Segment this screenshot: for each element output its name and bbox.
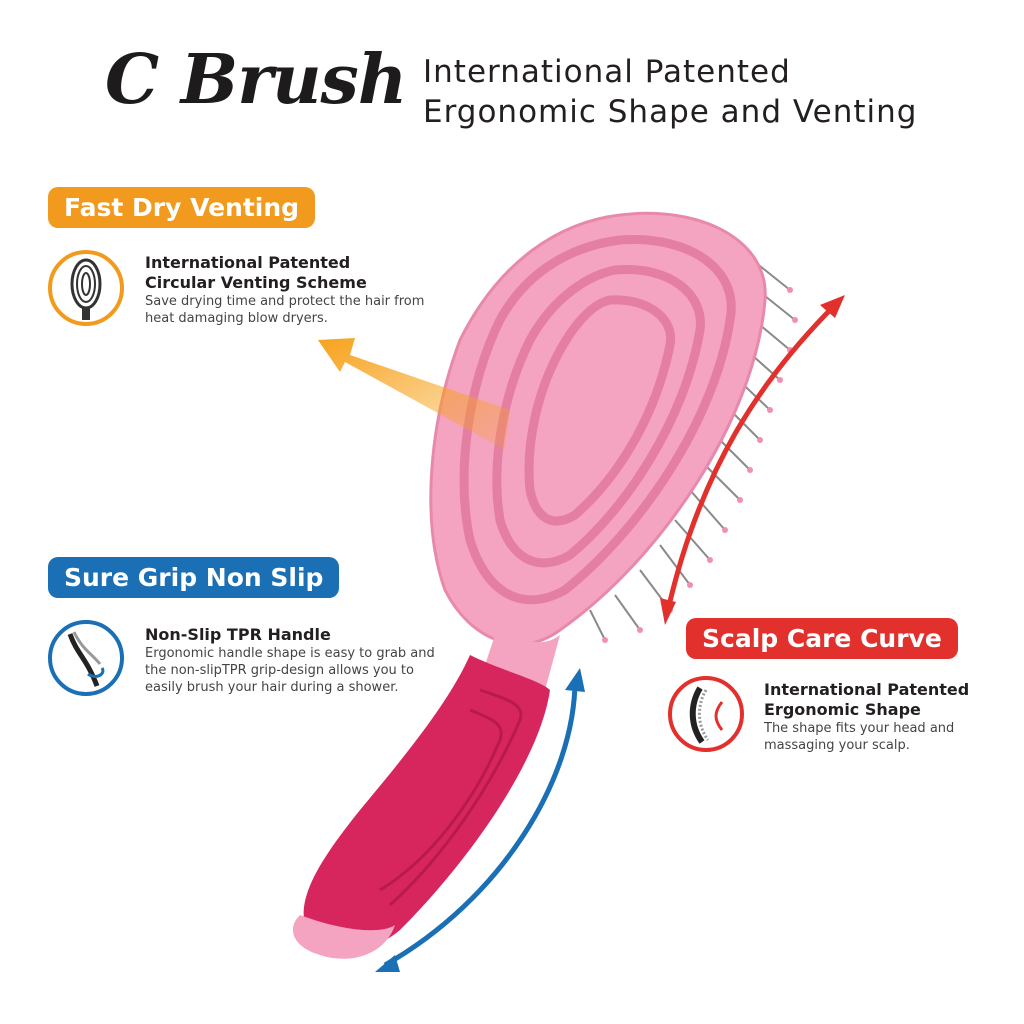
brush-handle <box>303 655 550 952</box>
feature-desc: easily brush your hair during a shower. <box>145 680 399 695</box>
feature-title: Circular Venting Scheme <box>145 273 367 292</box>
feature-grip: Non-Slip TPR Handle Ergonomic handle sha… <box>145 625 435 696</box>
feature-title: International Patented <box>145 253 351 272</box>
curved-brush-icon <box>668 676 744 752</box>
fast-dry-venting-badge: Fast Dry Venting <box>48 187 316 228</box>
bristles <box>589 249 796 641</box>
brand-logo: C Brush <box>105 40 407 120</box>
feature-venting: International Patented Circular Venting … <box>145 253 424 327</box>
sure-grip-badge: Sure Grip Non Slip <box>48 557 340 598</box>
feature-desc: The shape fits your head and <box>764 721 955 736</box>
subtitle-line: Ergonomic Shape and Venting <box>423 94 918 130</box>
venting-rings <box>459 235 736 605</box>
feature-desc: Save drying time and protect the hair fr… <box>145 294 425 309</box>
airflow-arrow <box>318 338 510 450</box>
feature-desc: Ergonomic handle shape is easy to grab a… <box>145 646 435 661</box>
vented-brush-icon <box>48 250 124 326</box>
feature-desc: massaging your scalp. <box>764 738 910 753</box>
feature-desc: the non-slipTPR grip-design allows you t… <box>145 663 414 678</box>
handle-rotate-icon <box>48 620 124 696</box>
feature-desc: heat damaging blow dryers. <box>145 311 328 326</box>
curve-arrow-red <box>665 303 837 611</box>
feature-title: International Patented <box>764 680 970 699</box>
feature-title: Ergonomic Shape <box>764 700 921 719</box>
handle-tip <box>292 915 395 959</box>
feature-title: Non-Slip TPR Handle <box>145 625 331 644</box>
header-subtitle: International Patented Ergonomic Shape a… <box>423 52 917 132</box>
grip-arrow-blue <box>383 679 578 968</box>
feature-scalp: International Patented Ergonomic Shape T… <box>764 680 969 754</box>
scalp-care-badge: Scalp Care Curve <box>686 618 958 659</box>
subtitle-line: International Patented <box>423 54 791 90</box>
